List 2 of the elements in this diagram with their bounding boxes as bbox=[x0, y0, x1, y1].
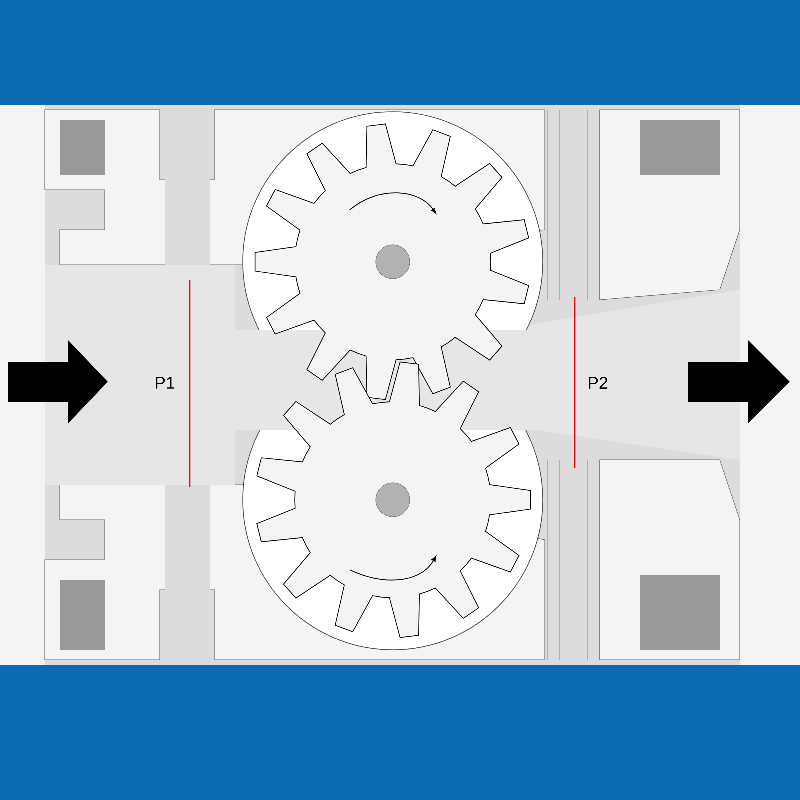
pressure-label: P2 bbox=[589, 377, 608, 389]
pressure-label: P1 bbox=[156, 377, 175, 389]
